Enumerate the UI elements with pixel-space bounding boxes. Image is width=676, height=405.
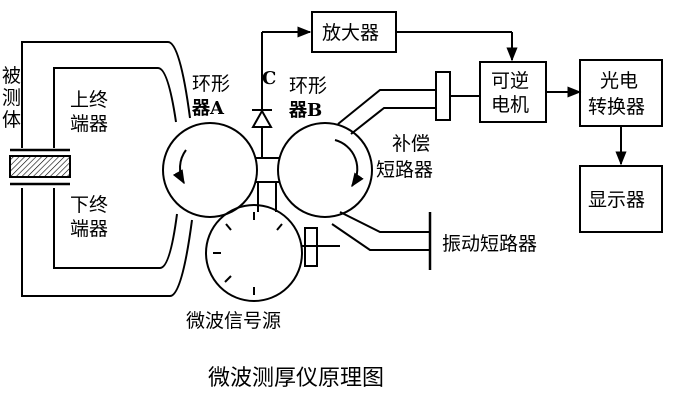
- microwave-source-label: 微波信号源: [186, 310, 281, 332]
- upper-waveguide: [21, 41, 191, 148]
- circulator-a: [162, 122, 258, 218]
- svg-text:转换器: 转换器: [588, 96, 645, 118]
- circulator-b-label: 环形 器B: [288, 75, 327, 121]
- svg-text:补偿: 补偿: [392, 133, 430, 155]
- lower-waveguide: [21, 188, 193, 297]
- svg-text:测: 测: [2, 87, 21, 109]
- diagram-caption: 微波测厚仪原理图: [208, 366, 384, 391]
- source-feed-waveguide: [257, 182, 277, 212]
- circulator-a-label: 环形 器A: [191, 73, 230, 119]
- vibration-waveguide: [331, 211, 432, 270]
- svg-text:被: 被: [2, 65, 21, 87]
- circulator-a-rotation-arrow: [172, 149, 187, 185]
- circulator-b-rotation-arrow: [334, 139, 364, 188]
- lower-terminal-label: 下终 端器: [70, 194, 108, 240]
- svg-text:环形: 环形: [192, 73, 230, 95]
- svg-text:端器: 端器: [70, 113, 108, 135]
- svg-text:端器: 端器: [70, 218, 108, 240]
- circulator-b: [277, 122, 373, 218]
- compensation-short-label: 补偿 短路器: [376, 133, 433, 181]
- display-label: 显示器: [588, 189, 645, 211]
- svg-text:光电: 光电: [600, 70, 638, 92]
- upper-terminal-label: 上终 端器: [70, 89, 108, 135]
- source-tuner-knob: [304, 227, 318, 267]
- compensation-waveguide: [337, 71, 480, 135]
- svg-text:可逆: 可逆: [491, 70, 529, 92]
- test-object-sample: [9, 155, 71, 178]
- svg-text:器A: 器A: [191, 98, 225, 119]
- svg-text:器B: 器B: [288, 100, 322, 121]
- display-box: [579, 165, 663, 233]
- svg-text:电机: 电机: [491, 94, 529, 116]
- svg-text:环形: 环形: [289, 75, 327, 97]
- svg-text:下终: 下终: [70, 194, 108, 216]
- diode-detector-c: [251, 26, 312, 158]
- point-c-label: C: [262, 68, 276, 89]
- amplifier-label: 放大器: [322, 22, 379, 44]
- vibration-short-label: 振动短路器: [442, 233, 537, 255]
- reversible-motor-label: 可逆 电机: [491, 70, 529, 116]
- microwave-source: [205, 204, 303, 302]
- ab-link-waveguide: [255, 157, 280, 183]
- svg-text:体: 体: [2, 109, 21, 131]
- microwave-source-dial-ticks: [213, 212, 283, 295]
- test-object-label: 被 测 体: [2, 65, 21, 131]
- svg-text:上终: 上终: [70, 89, 108, 111]
- photo-converter-label: 光电 转换器: [588, 70, 645, 118]
- svg-text:短路器: 短路器: [376, 159, 433, 181]
